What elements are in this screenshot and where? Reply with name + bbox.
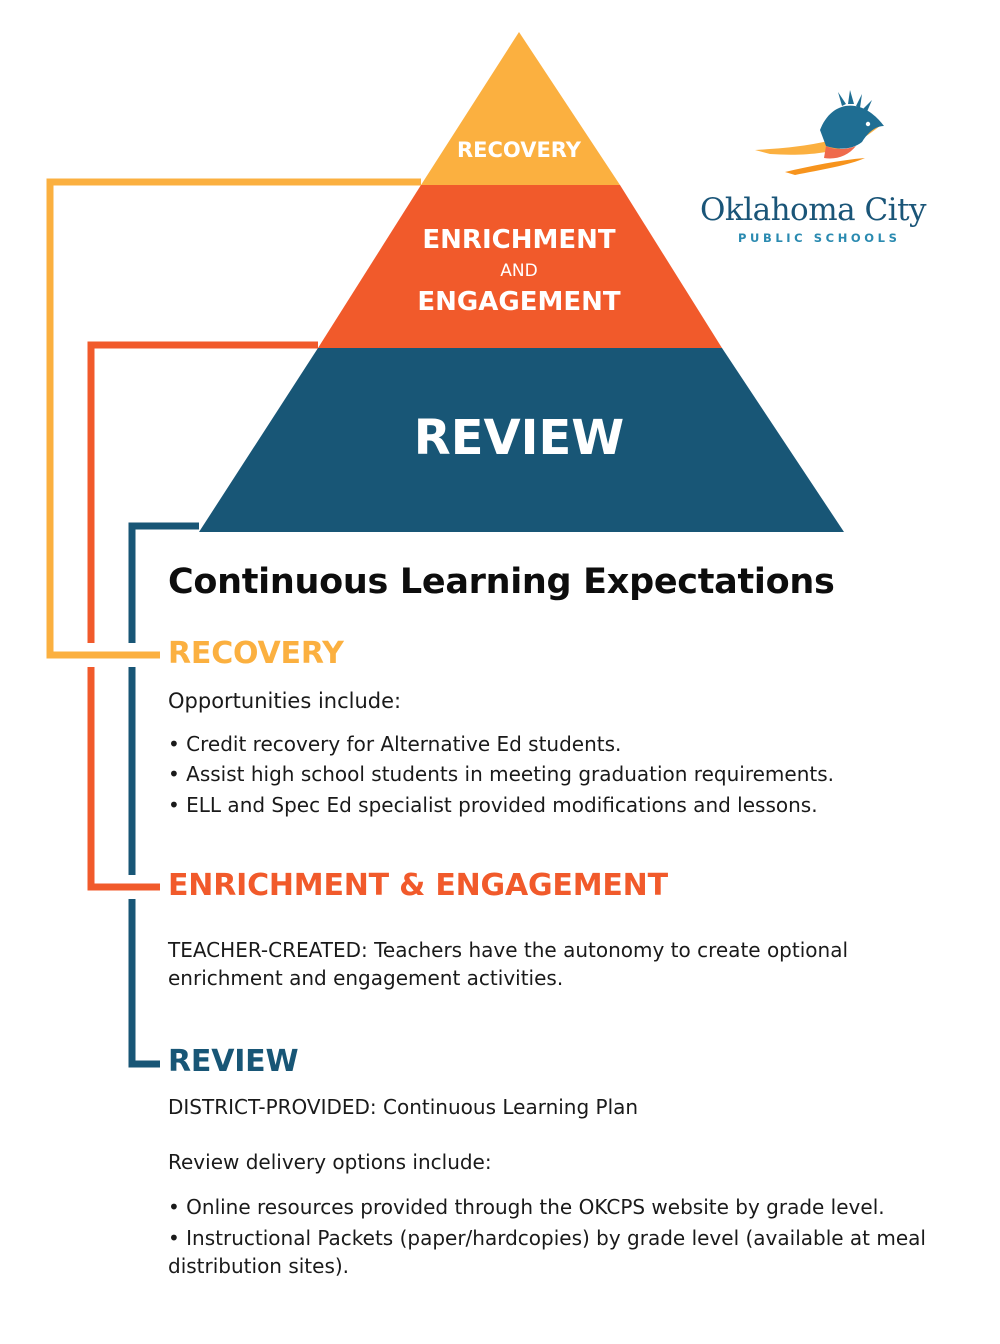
review-heading: REVIEW [168, 1044, 299, 1079]
review-intro: Review delivery options include: [168, 1150, 492, 1174]
recovery-intro: Opportunities include: [168, 689, 402, 713]
pyramid-tier-enrichment [318, 185, 722, 348]
pyramid-tier-review [199, 348, 844, 532]
tier-label-and: AND [500, 261, 538, 281]
list-item: • Instructional Packets (paper/hardcopie… [168, 1226, 926, 1278]
page-title: Continuous Learning Expectations [168, 562, 835, 602]
connector-review [128, 522, 199, 1068]
recovery-heading: RECOVERY [168, 636, 344, 671]
enrichment-text: TEACHER-CREATED: Teachers have the auton… [168, 938, 848, 990]
list-item: • Credit recovery for Alternative Ed stu… [168, 732, 622, 756]
tier-label-recovery: RECOVERY [456, 138, 582, 162]
review-text: DISTRICT-PROVIDED: Continuous Learning P… [168, 1095, 639, 1119]
tier-label-enrichment: ENRICHMENT [422, 225, 616, 255]
logo-name: Oklahoma City [700, 192, 927, 228]
list-item: • Assist high school students in meeting… [168, 762, 834, 786]
enrichment-heading: ENRICHMENT & ENGAGEMENT [168, 868, 668, 903]
list-item: • Online resources provided through the … [168, 1195, 885, 1219]
pyramid-tier-recovery [421, 32, 620, 185]
bird-book-icon [755, 90, 884, 175]
list-item: • ELL and Spec Ed specialist provided mo… [168, 793, 818, 817]
logo-subtitle: PUBLIC SCHOOLS [738, 231, 901, 245]
tier-label-engagement: ENGAGEMENT [417, 287, 621, 317]
tier-label-review: REVIEW [413, 410, 625, 466]
